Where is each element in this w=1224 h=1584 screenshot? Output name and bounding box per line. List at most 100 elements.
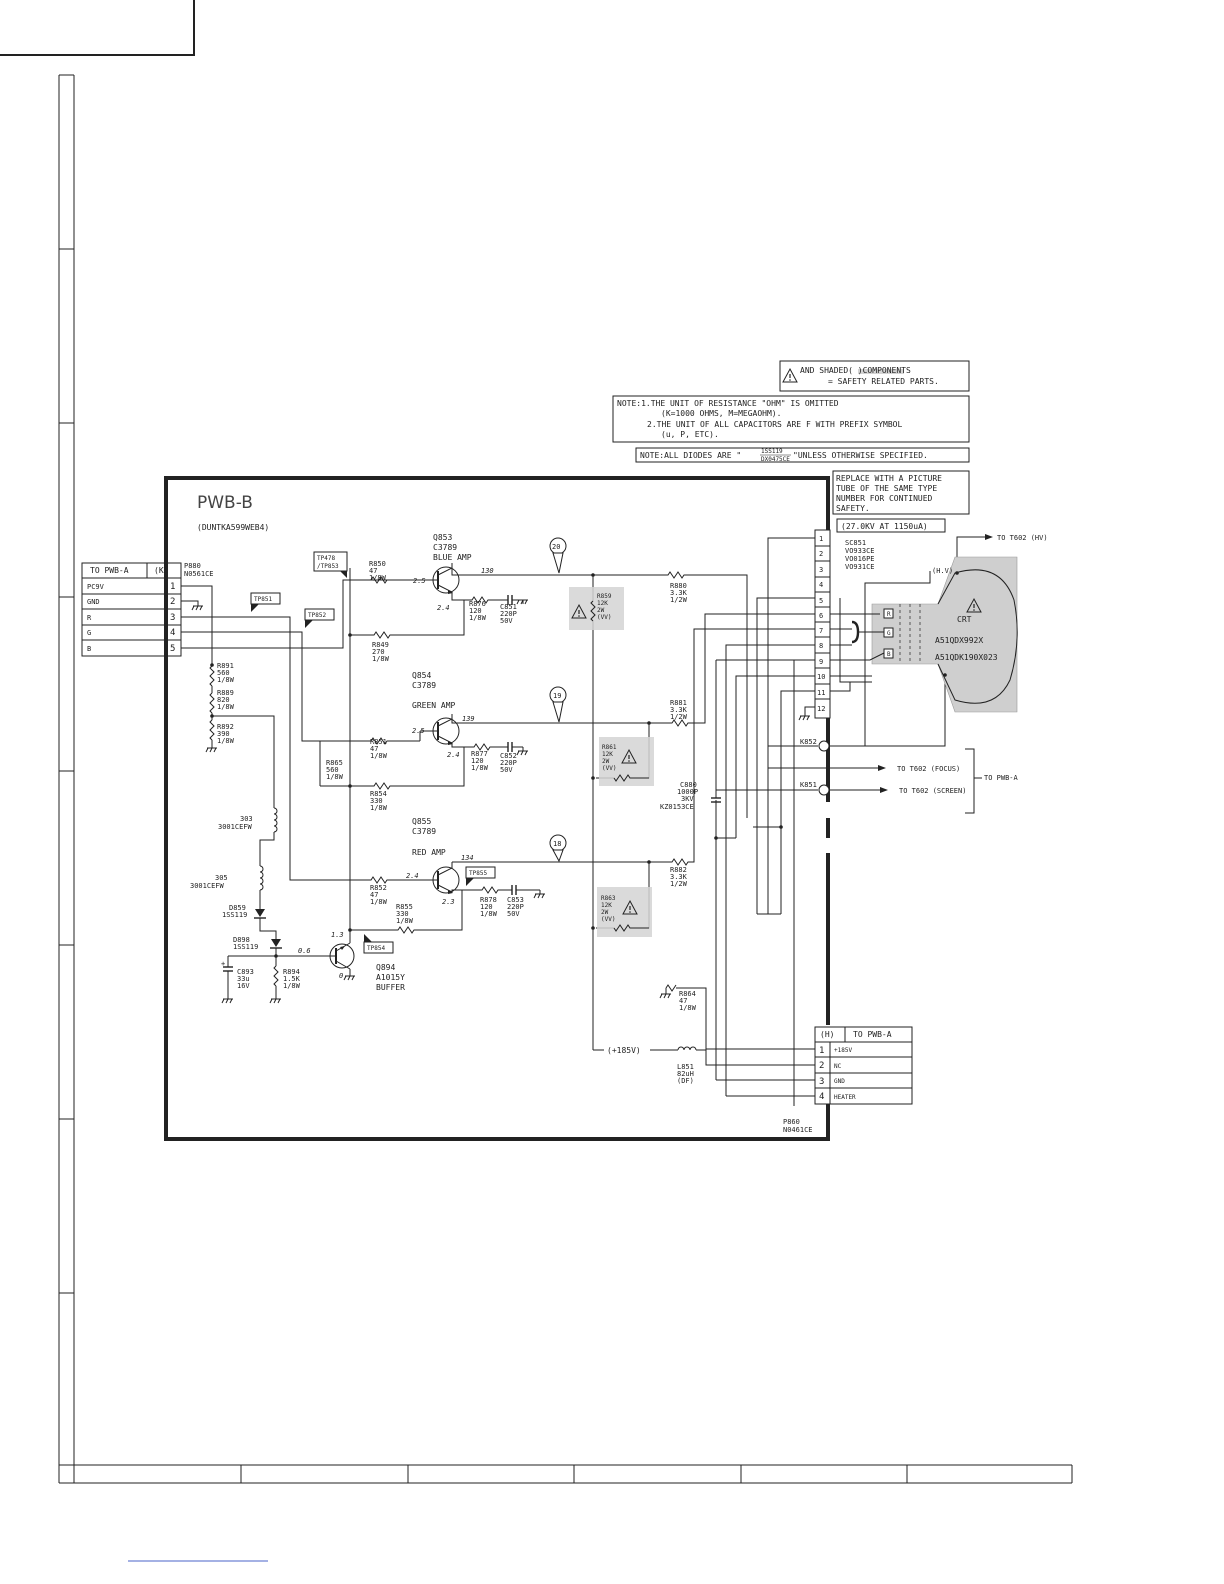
diode-note-bottom: DX0475CE: [761, 456, 790, 463]
d303-label: 303 3001CEFW: [218, 815, 253, 831]
svg-text:R865: R865: [326, 759, 343, 767]
connector-h-tag: (H): [820, 1030, 834, 1039]
socket-pin: 5: [819, 597, 823, 605]
connector-h-pin-num: 4: [819, 1092, 824, 1102]
svg-text:R889: R889: [217, 689, 234, 697]
svg-text:R864: R864: [679, 990, 696, 998]
circuit-wiring: +: [181, 534, 993, 1106]
r878-label: R878 120 1/8W: [480, 896, 498, 918]
connector-h-pin-name: GND: [834, 1078, 845, 1085]
c852-label: C852 220P 50V: [500, 752, 517, 774]
unit-note-line1: NOTE:1.THE UNIT OF RESISTANCE "OHM" IS O…: [617, 399, 839, 408]
svg-text:12K: 12K: [601, 902, 612, 909]
svg-text:R854: R854: [370, 790, 387, 798]
q894-desc: BUFFER: [376, 983, 405, 992]
voltage-reading: 139: [462, 715, 475, 723]
svg-text:D859: D859: [229, 904, 246, 912]
connector-k-pin-name: PC9V: [87, 583, 105, 591]
board-part-number: (DUNTKA599WEB4): [197, 523, 269, 532]
k852-label: K852: [800, 738, 817, 746]
component-labels: R850 47 1/8W R849 270 1/8W R876 120 1/8W…: [190, 560, 698, 1085]
svg-text:R863: R863: [601, 895, 616, 902]
c853-label: C853 220P 50V: [507, 896, 524, 918]
connector-k-pin-name: R: [87, 614, 92, 622]
svg-text:120: 120: [469, 607, 482, 615]
socket-part: VO931CE: [845, 563, 875, 571]
svg-text:47: 47: [679, 997, 687, 1005]
q854-type: C3789: [412, 681, 436, 690]
svg-text:33u: 33u: [237, 975, 250, 983]
crt-model-1: A51QDX992X: [935, 636, 983, 645]
crt-gun-b: B: [887, 651, 891, 658]
connector-k-pin-name: G: [87, 629, 91, 637]
voltage-reading: 2.4: [437, 604, 450, 612]
r865-label: R865 560 1/8W: [326, 759, 344, 781]
svg-text:820: 820: [217, 696, 230, 704]
r889-label: R889 820 1/8W: [217, 689, 235, 711]
tp853-label: /TP853: [317, 563, 339, 570]
svg-text:1SS119: 1SS119: [233, 943, 258, 951]
svg-text:1/8W: 1/8W: [480, 910, 498, 918]
connector-k-tag: (K): [154, 566, 168, 575]
voltage-reading: 0.6: [298, 947, 311, 955]
socket-pin: 7: [819, 627, 823, 635]
diode-note: NOTE:ALL DIODES ARE " 1SS119 DX0475CE "U…: [635, 447, 970, 463]
svg-text:390: 390: [217, 730, 230, 738]
svg-text:82uH: 82uH: [677, 1070, 694, 1078]
page-frame: [0, 0, 1073, 1562]
socket-pin: 11: [817, 689, 825, 697]
connector-h-pin-num: 2: [819, 1061, 824, 1071]
connector-k-pin-num: 1: [170, 582, 175, 592]
diode-note-pre: NOTE:ALL DIODES ARE ": [640, 451, 741, 460]
svg-text:305: 305: [215, 874, 228, 882]
connector-k-part: N0561CE: [184, 570, 214, 578]
socket-pin: 1: [819, 535, 823, 543]
crt-tube: R G B CRT A51QDX992X A51QDK190X023 (H.V)…: [830, 534, 1048, 713]
waveform-label: 19: [553, 692, 561, 700]
svg-text:3.3K: 3.3K: [670, 589, 688, 597]
tp852-label: TP852: [308, 612, 326, 619]
voltage-reading: 0: [339, 972, 343, 980]
diode-note-post: "UNLESS OTHERWISE SPECIFIED.: [793, 451, 928, 460]
svg-text:120: 120: [480, 903, 493, 911]
svg-text:1/2W: 1/2W: [670, 713, 688, 721]
r882-label: R882 3.3K 1/2W: [670, 866, 688, 888]
voltage-reading: 2.4: [447, 751, 460, 759]
svg-text:1/8W: 1/8W: [370, 752, 388, 760]
svg-text:1/8W: 1/8W: [469, 614, 487, 622]
to-screen-label: TO T602 (SCREEN): [899, 787, 966, 795]
svg-text:R861: R861: [602, 744, 617, 751]
svg-text:R876: R876: [469, 600, 486, 608]
connector-k-pin-name: B: [87, 645, 91, 653]
r894-label: R894 1.5K 1/8W: [283, 968, 301, 990]
to-pwb-a-label: TO PWB-A: [984, 774, 1019, 782]
voltage-reading: 134: [461, 854, 474, 862]
supply-label: (+185V): [607, 1046, 641, 1055]
svg-text:(VV): (VV): [601, 916, 615, 923]
socket-pin: 2: [819, 550, 823, 558]
svg-text:560: 560: [217, 669, 230, 677]
svg-text:2W: 2W: [597, 607, 605, 614]
svg-text:47: 47: [370, 745, 378, 753]
svg-text:KZ0153CE: KZ0153CE: [660, 803, 694, 811]
svg-text:12K: 12K: [597, 600, 608, 607]
r855-label: R855 330 1/8W: [396, 903, 414, 925]
q853-type: C3789: [433, 543, 457, 552]
connector-h-pin-name: HEATER: [834, 1094, 856, 1101]
r854-label: R854 330 1/8W: [370, 790, 388, 812]
svg-text:47: 47: [369, 567, 377, 575]
svg-text:220P: 220P: [507, 903, 524, 911]
replace-note-line3: NUMBER FOR CONTINUED: [836, 494, 933, 503]
svg-text:1.5K: 1.5K: [283, 975, 301, 983]
svg-text:R894: R894: [283, 968, 300, 976]
q853-desc: BLUE AMP: [433, 553, 472, 562]
board-title: PWB-B: [197, 493, 253, 513]
tp855-label: TP855: [469, 870, 487, 877]
connector-k-pin-num: 3: [170, 613, 175, 623]
svg-text:1/8W: 1/8W: [217, 703, 235, 711]
svg-text:R881: R881: [670, 699, 687, 707]
crt-model-2: A51QDK190X023: [935, 653, 998, 662]
r892-label: R892 390 1/8W: [217, 723, 235, 745]
svg-text:1/8W: 1/8W: [679, 1004, 697, 1012]
